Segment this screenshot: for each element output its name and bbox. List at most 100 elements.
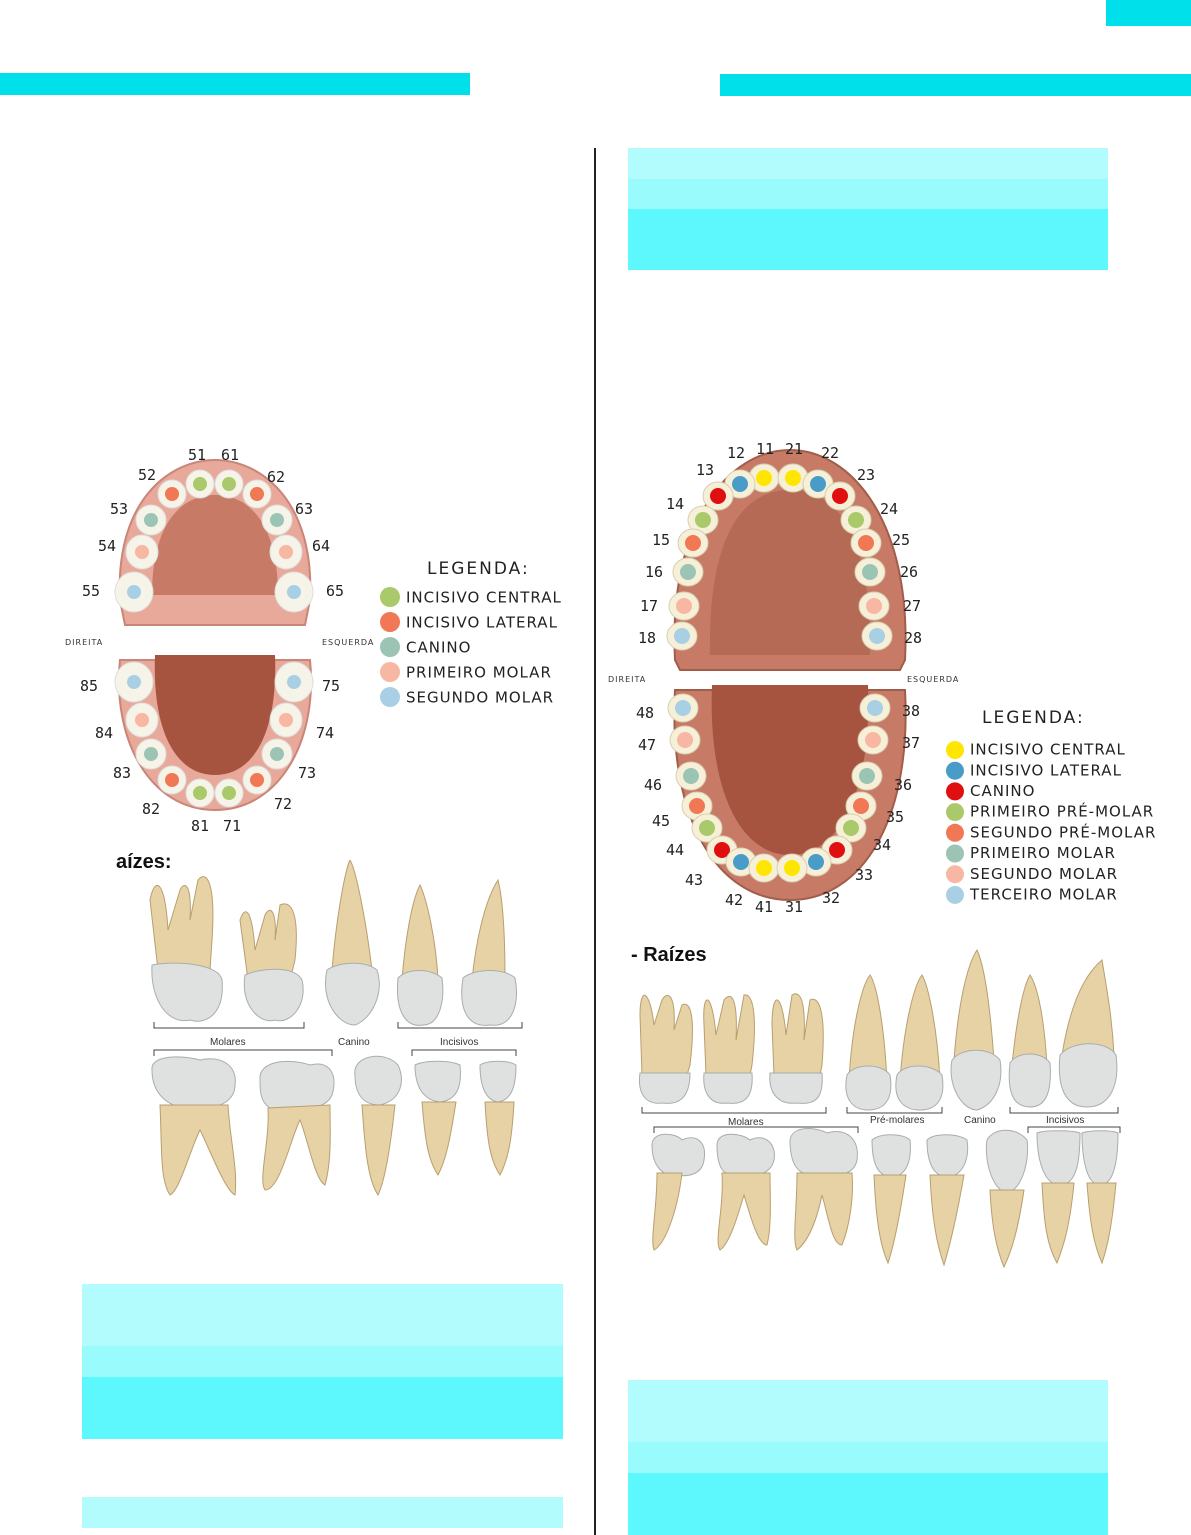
tooth-dot <box>680 564 696 580</box>
legend-swatch <box>946 761 964 780</box>
tooth-dot <box>862 564 878 580</box>
tooth-number: 33 <box>855 866 873 884</box>
tooth-number: 48 <box>636 704 654 722</box>
tooth-number: 72 <box>274 795 292 813</box>
tooth-dot <box>250 487 264 501</box>
legend-label: CANINO <box>970 782 1035 800</box>
tooth-number: 55 <box>82 582 100 600</box>
tooth-dot <box>677 732 693 748</box>
tooth-number: 41 <box>755 898 773 916</box>
tooth-number: 27 <box>903 597 921 615</box>
tooth-number: 26 <box>900 563 918 581</box>
tooth-dot <box>279 713 293 727</box>
legend-label: TERCEIRO MOLAR <box>969 885 1118 903</box>
highlight-block <box>82 1377 563 1439</box>
tooth-number: 44 <box>666 841 684 859</box>
section-label-roots: aízes: <box>116 851 172 873</box>
legend-label: PRIMEIRO PRÉ-MOLAR <box>970 802 1154 821</box>
legend-swatch <box>946 782 964 801</box>
tooth-number: 81 <box>191 817 209 835</box>
tooth-dot <box>859 768 875 784</box>
tooth-number: 64 <box>312 537 330 555</box>
tooth-number: 25 <box>892 531 910 549</box>
tooth-dot <box>127 675 141 689</box>
legend-label: INCISIVO LATERAL <box>406 613 558 631</box>
tooth-group-label: Incisivos <box>440 1037 478 1048</box>
legend-swatch <box>946 865 964 884</box>
tooth-number: 75 <box>322 677 340 695</box>
tooth-group-label: Canino <box>338 1037 370 1048</box>
legend-swatch <box>380 687 400 707</box>
side-label-left: ESQUERDA <box>907 675 959 684</box>
highlight-block <box>628 179 1108 209</box>
tooth-number: 73 <box>298 764 316 782</box>
tooth-group-label: Canino <box>964 1115 996 1126</box>
tooth-number: 35 <box>886 808 904 826</box>
legend-label: INCISIVO LATERAL <box>970 761 1122 779</box>
legend-label: CANINO <box>406 638 471 656</box>
tooth-dot <box>193 477 207 491</box>
tooth-dot <box>250 773 264 787</box>
tooth-dot <box>222 477 236 491</box>
tooth-group-label: Molares <box>210 1037 246 1048</box>
tooth-dot <box>710 488 726 504</box>
tooth-dot <box>144 747 158 761</box>
tooth-dot <box>867 700 883 716</box>
tooth-number: 43 <box>685 871 703 889</box>
tooth-dot <box>810 476 826 492</box>
highlight-block <box>82 1284 563 1346</box>
tooth-group-label: Incisivos <box>1046 1115 1084 1126</box>
tooth-dot <box>193 786 207 800</box>
tooth-dot <box>674 628 690 644</box>
tooth-dot <box>222 786 236 800</box>
tooth-number: 85 <box>80 677 98 695</box>
tooth-dot <box>869 628 885 644</box>
permanent-roots-illustration: Molares Pré-molares Canino Incisivos <box>638 948 1121 1269</box>
tooth-dot <box>808 854 824 870</box>
tooth-number: 36 <box>894 776 912 794</box>
tooth-dot <box>689 798 705 814</box>
tooth-number: 74 <box>316 724 334 742</box>
tooth-dot <box>135 713 149 727</box>
tooth-dot <box>135 545 149 559</box>
tooth-dot <box>287 675 301 689</box>
tooth-number: 23 <box>857 466 875 484</box>
tooth-dot <box>756 470 772 486</box>
tooth-number: 51 <box>188 446 206 464</box>
highlight-block <box>82 1346 563 1377</box>
tooth-number: 16 <box>645 563 663 581</box>
tooth-number: 71 <box>223 817 241 835</box>
tooth-number: 62 <box>267 468 285 486</box>
legend-swatch <box>946 823 964 842</box>
tooth-dot <box>127 585 141 599</box>
tooth-number: 12 <box>727 444 745 462</box>
legend-swatch <box>946 885 964 904</box>
tooth-number: 82 <box>142 800 160 818</box>
legend-label: PRIMEIRO MOLAR <box>406 663 552 681</box>
tooth-dot <box>699 820 715 836</box>
tooth-number: 15 <box>652 531 670 549</box>
tooth-number: 63 <box>295 500 313 518</box>
legend-label: SEGUNDO MOLAR <box>406 688 554 706</box>
highlight-block <box>628 148 1108 179</box>
permanent-dental-arch-diagram: 11 21 12 22 13 23 14 24 15 25 16 26 17 2… <box>608 440 1155 916</box>
tooth-number: 18 <box>638 629 656 647</box>
legend-swatch <box>380 587 400 607</box>
tooth-number: 38 <box>902 702 920 720</box>
legend-title: LEGENDA: <box>427 559 530 579</box>
legend-swatch <box>380 662 400 682</box>
tooth-dot <box>683 768 699 784</box>
side-label-right: DIREITA <box>608 675 646 684</box>
tooth-dot <box>785 470 801 486</box>
header-bar-left <box>0 73 470 95</box>
side-label-left: ESQUERDA <box>322 638 374 647</box>
tooth-number: 11 <box>756 440 774 458</box>
legend-swatch <box>946 803 964 822</box>
legend-swatch <box>380 612 400 632</box>
deciduous-dental-arch-diagram: 51 61 52 62 53 63 54 64 55 65 DIREITA ES… <box>65 446 561 835</box>
tooth-dot <box>675 700 691 716</box>
tooth-number: 31 <box>785 898 803 916</box>
tooth-number: 61 <box>221 446 239 464</box>
tooth-dot <box>287 585 301 599</box>
